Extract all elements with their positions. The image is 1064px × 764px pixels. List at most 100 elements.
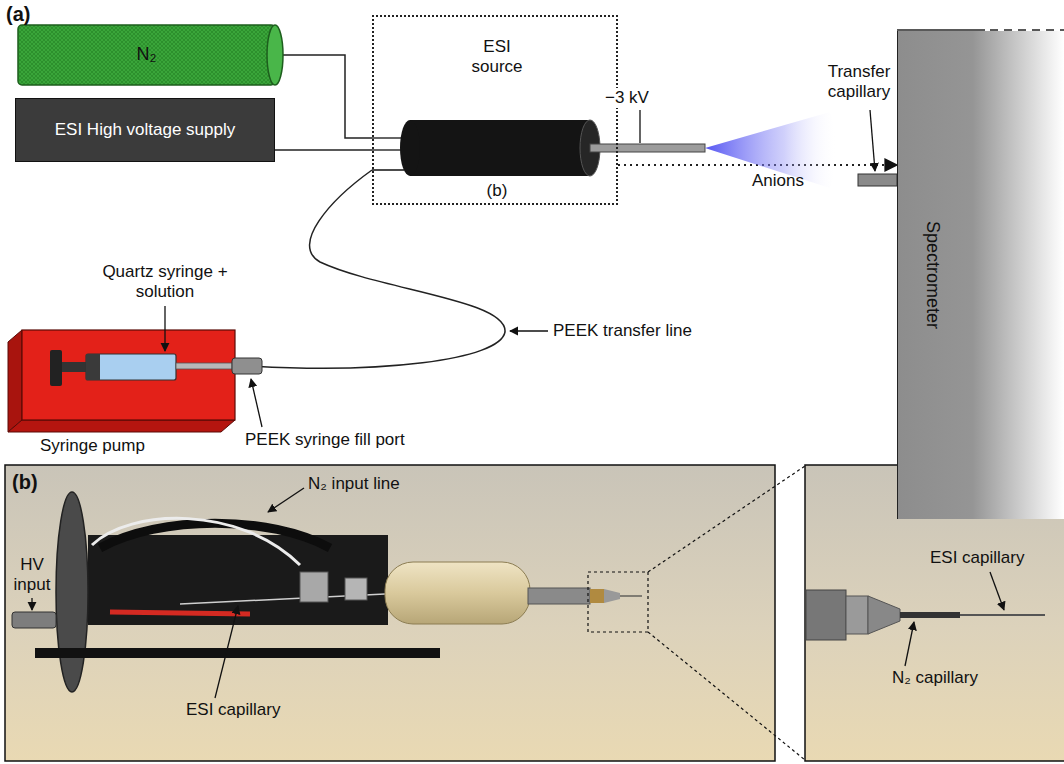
source-photo <box>5 465 805 761</box>
part-label-holder: Quartz syringe + solution <box>90 262 240 303</box>
zoom-box <box>588 572 648 632</box>
cylinder-end <box>267 25 283 85</box>
connector <box>275 55 372 138</box>
panel-label: (a) <box>6 2 30 26</box>
collar <box>846 596 868 634</box>
syringe-pump-drawing <box>8 330 262 432</box>
voltage-leader <box>639 110 640 143</box>
gas-cylinder-drawing <box>18 25 283 85</box>
hex-nut <box>806 590 846 640</box>
voltage-label-holder: −3 kV <box>603 88 651 108</box>
part-label: ESI capillary <box>930 548 1024 568</box>
gas-capillary <box>900 612 960 618</box>
syringe-barrel <box>86 354 176 380</box>
transfer-line <box>372 169 404 171</box>
tip-needle <box>620 595 642 596</box>
cylinder-body <box>18 25 275 85</box>
part-label-holder: Transfer capillary <box>820 62 898 103</box>
panel-label-holder: (b) <box>12 470 38 494</box>
source-tube <box>385 562 530 624</box>
leader-line <box>251 379 262 427</box>
spectrometer: Spectrometer <box>897 31 1064 519</box>
back-plate <box>88 535 388 625</box>
part-label-holder: ESI capillary <box>186 700 280 720</box>
source-body-end <box>400 120 420 176</box>
fill-port <box>232 358 262 374</box>
spray-capillary <box>960 614 1045 616</box>
plunger-knob <box>50 350 62 386</box>
hv-line <box>372 149 404 151</box>
connector <box>235 170 505 368</box>
spectrometer-outline <box>897 30 1064 520</box>
photo-frame <box>5 465 775 761</box>
esi-capillary <box>590 144 705 152</box>
zoom-line <box>648 632 805 760</box>
syringe-needle <box>176 363 232 369</box>
gas-cylinder: N₂ <box>18 25 275 85</box>
part-label: Quartz syringe + solution <box>90 262 240 303</box>
flange <box>56 492 88 692</box>
leader-line <box>870 110 875 171</box>
source-region-text: ESI source <box>462 37 532 78</box>
transfer-capillary <box>858 174 897 186</box>
nozzle-cone <box>868 596 900 634</box>
pump-bottom <box>8 420 235 432</box>
zoom-line <box>648 466 805 572</box>
part-label-holder: HV input <box>8 555 56 596</box>
red-wire <box>110 612 250 614</box>
source-body <box>410 120 590 176</box>
part-label-holder: ESI capillary <box>930 548 1024 568</box>
leader-line <box>268 488 304 512</box>
pump-front <box>22 330 235 420</box>
part-label: N₂ input line <box>308 474 400 494</box>
leader-line <box>990 572 1004 610</box>
source-region: ESI source (b) <box>372 15 618 205</box>
leader-line <box>31 598 32 610</box>
edge-label-holder: Anions <box>752 171 804 191</box>
tip-fitting <box>590 589 604 603</box>
spectrometer-text: Spectrometer <box>921 221 943 329</box>
part-label: HV input <box>8 555 56 596</box>
plunger-head <box>86 354 100 380</box>
syringe-pump-text: Syringe pump <box>40 436 145 456</box>
edge-label: Anions <box>752 171 804 191</box>
connector <box>275 149 372 151</box>
source-rod <box>528 588 590 604</box>
part-label: PEEK syringe fill port <box>245 430 405 450</box>
gas-cylinder-text: N₂ <box>137 44 157 66</box>
leader-line <box>905 622 914 666</box>
source-region-text-holder: ESI source <box>462 37 532 78</box>
panel-label-holder: (a) <box>6 2 30 26</box>
hv-cable <box>100 523 330 548</box>
part-label-holder: N₂ input line <box>308 474 400 494</box>
source-drawing <box>372 110 897 188</box>
part-label: Transfer capillary <box>820 62 898 103</box>
panel-label: (b) <box>12 470 38 494</box>
power-supply-box-text: ESI High voltage supply <box>55 120 236 140</box>
gas-tube <box>92 518 300 565</box>
part-label: PEEK transfer line <box>553 321 692 341</box>
leader-line <box>510 330 548 331</box>
syringe-pump: Syringe pump <box>22 330 235 420</box>
power-supply-box: ESI High voltage supply <box>15 98 275 162</box>
pump-side <box>8 330 22 432</box>
source-region-text-holder: (b) <box>477 181 517 201</box>
fitting <box>300 572 328 602</box>
part-label-holder: N₂ capillary <box>892 668 978 688</box>
fitting <box>345 578 367 600</box>
leader-lines <box>165 306 548 427</box>
leader-line <box>215 606 238 698</box>
part-label-holder: PEEK transfer line <box>553 321 692 341</box>
source-region-text: (b) <box>477 181 517 201</box>
part-label: ESI capillary <box>186 700 280 720</box>
leader-line <box>164 306 165 351</box>
part-label: N₂ capillary <box>892 668 978 688</box>
part-label-holder: PEEK syringe fill port <box>245 430 405 450</box>
spectrometer-text-holder: Spectrometer <box>921 221 943 329</box>
plunger-rod <box>62 362 88 372</box>
bnc-connector <box>12 612 56 628</box>
support-rod <box>35 648 440 658</box>
syringe-pump-text-holder: Syringe pump <box>40 436 145 456</box>
voltage-label: −3 kV <box>603 88 651 108</box>
